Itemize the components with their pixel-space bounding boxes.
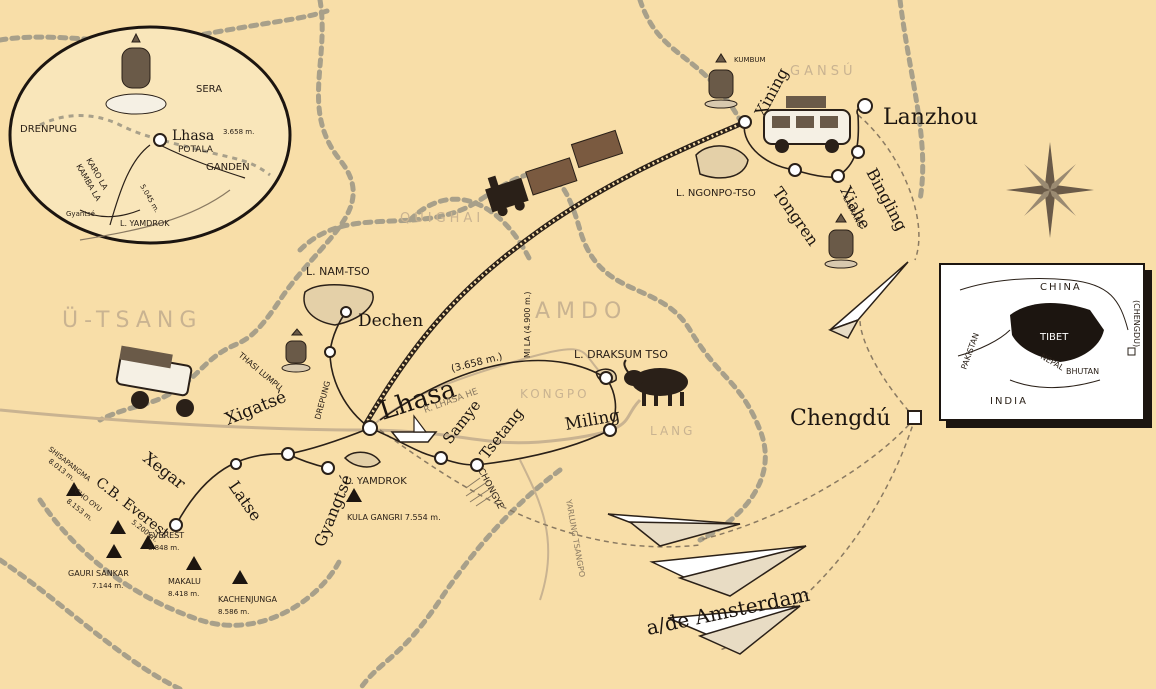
peak-makalu-alt: 8.418 m. [168,590,199,598]
region-gansu: GANSÚ [790,63,856,79]
city-lanzhou: Lanzhou [883,105,978,130]
peak-everest-alt: 8.848 m. [148,544,179,552]
city-tongren: Tongren [769,183,823,249]
inset-bhutan-label: BHUTAN [1066,367,1099,376]
peak-gauri-alt: 7.144 m. [92,582,123,590]
paper-plane-icon [607,513,741,547]
inset-chengdu-label: (CHENGDU) [1132,300,1141,347]
lhasa-inset: DRENPUNG SERA Lhasa 3.658 m. POTALA GAND… [8,25,292,245]
china-inset: CHINA TIBET PAKISTAN NEPAL BHUTAN INDIA … [939,263,1152,428]
potala-stupa-icon [105,32,167,115]
peak-kula-gangri: KULA GANGRI 7.554 m. [347,513,441,522]
boat-icon [390,414,438,443]
inset-drenpung: DRENPUNG [20,124,77,135]
region-kongpo: KONGPO [520,387,590,401]
region-quighai: QUIGHAI [400,211,484,226]
label-l-draksum: L. DRAKSUM TSO [574,348,668,361]
peak-kachenjunga: KACHENJUNGA [218,595,277,604]
inset-china-label: CHINA [1040,282,1082,293]
tibet-region [1010,303,1104,362]
inset-tibet-label: TIBET [1039,332,1069,343]
jeep-icon [115,345,194,417]
region-lang: LANG [650,424,695,438]
compass-rose-icon [1006,142,1094,238]
inset-ganden: GANDEN [206,162,250,173]
peak-makalu: MAKALU [168,577,201,586]
river-yarlung [519,459,550,601]
label-l-ngonpo: L. NGONPO-TSO [676,188,756,199]
train-icon [485,129,624,217]
city-xegar: Xegar [140,448,190,493]
stupa-icon [704,53,738,109]
label-l-nam-tso: L. NAM-TSO [306,265,370,278]
inset-gyantse: Gyantsé [66,210,95,218]
label-yarlung: YARLUNG TSANGPO [564,498,587,578]
hatched-area [465,477,495,507]
city-latse: Latse [225,477,266,524]
label-mila: MI LA (4.900 m.) [523,292,532,358]
lake-yamdrok [343,451,381,468]
label-drepung: DREPUNG [313,380,332,421]
city-lhasa-altitude: (3.658 m.) [450,352,504,375]
city-dechen: Dechen [358,311,423,331]
yak-icon [623,359,688,406]
label-kumbum: KUMBUM [734,56,766,64]
bus-icon [763,96,851,153]
city-xigatse: Xigatsé [222,387,289,430]
city-markers [169,98,873,532]
railway [362,119,746,427]
inset-potala: POTALA [178,145,214,155]
label-l-yamdrok: L. YAMDROK [345,476,407,487]
inset-india-label: INDIA [990,396,1028,407]
lake-ngonpo-tso [695,145,749,179]
region-u-tsang: Ü-TSANG [62,307,202,333]
paper-plane-icon [827,261,909,339]
peak-kachenjunga-alt: 8.586 m. [218,608,249,616]
label-thasi-lumpu: THASI LUMPU [236,350,284,392]
chengdu-marker [907,410,922,425]
inset-sera: SERA [196,84,222,95]
inset-lhasa: Lhasa [172,128,214,144]
flight-routes [379,114,920,651]
peaks [66,482,362,584]
inset-lhasa-alt: 3.658 m. [223,128,254,136]
city-tsetang: Tsetang [476,404,527,462]
region-amdo: AMDO [535,299,627,324]
paper-plane-icon [667,605,801,655]
city-chengdu: Chengdú [790,406,891,431]
lake-nam-tso [303,284,374,326]
stupa-icon [281,328,311,373]
peak-everest: EVEREST [148,531,184,540]
paper-plane-icon [649,545,807,597]
stupa-icon [824,213,858,269]
inset-yamdrok: L. YAMDROK [120,219,170,228]
peak-gauri: GAURI SANKAR [68,569,129,578]
